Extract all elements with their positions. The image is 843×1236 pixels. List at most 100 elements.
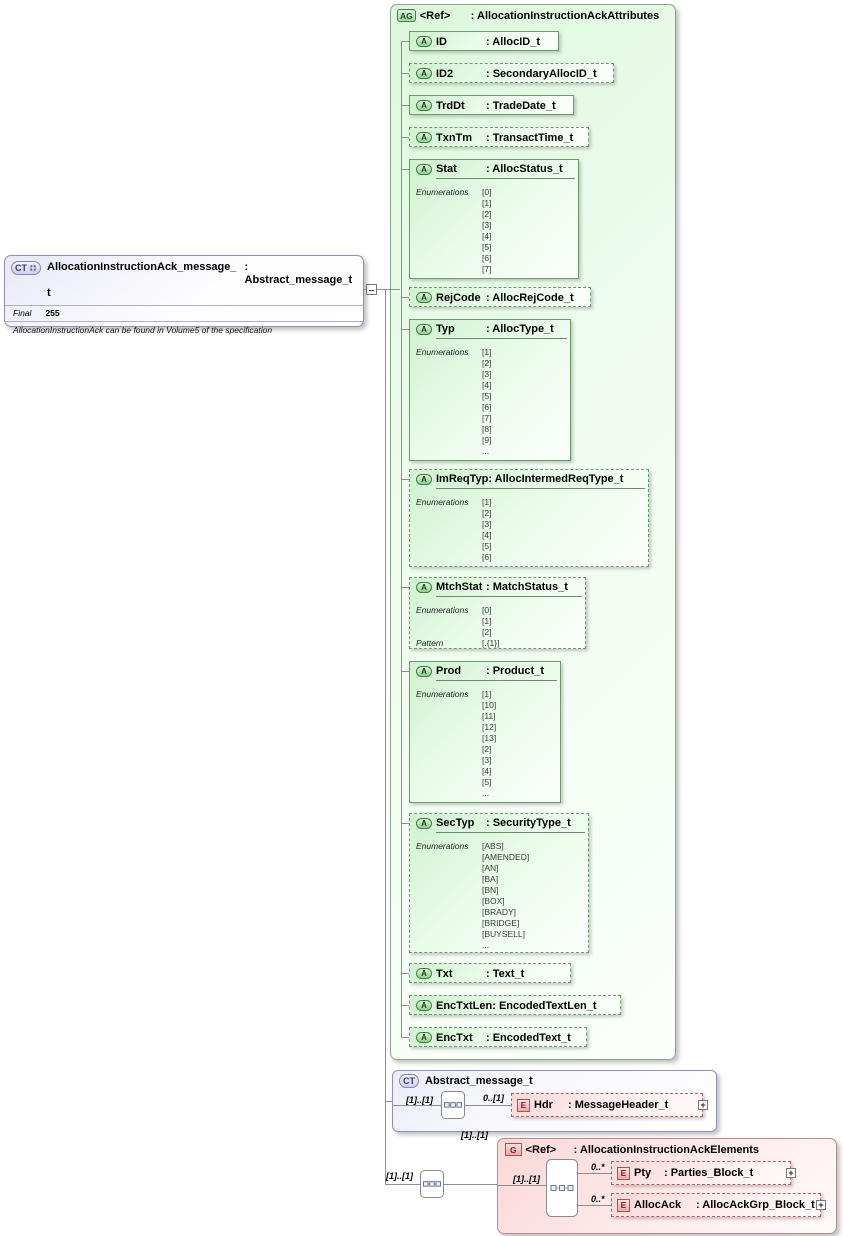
attribute-title: EncTxtLen : EncodedTextLen_t (436, 996, 617, 1014)
final-row: Final 255 (5, 305, 363, 320)
collapse-handle[interactable] (366, 284, 377, 295)
element-name: Hdr (534, 1099, 553, 1111)
pattern-value: [.{1}] (482, 638, 500, 648)
root-complextype-box[interactable]: CT AllocationInstructionAck_message_ : A… (4, 255, 364, 335)
attribute-box-typ[interactable]: A Typ : AllocType_t Enumerations [1] [2]… (409, 319, 571, 461)
sequence-compositor-icon[interactable] (546, 1159, 578, 1217)
attribute-box-imreqtyp[interactable]: A ImReqTyp : AllocIntermedReqType_t Enum… (409, 469, 649, 567)
group-badge: G (505, 1143, 522, 1156)
attribute-box-stat[interactable]: A Stat : AllocStatus_t Enumerations [0] … (409, 159, 579, 279)
connector-line (385, 1184, 420, 1185)
expand-button[interactable]: + (698, 1100, 708, 1110)
annotation-text: AllocationInstructionAck can be found in… (5, 321, 363, 338)
attribute-name: TxnTm (436, 131, 473, 144)
connector-line (578, 1173, 611, 1174)
attribute-title: MtchStat : MatchStatus_t (436, 578, 582, 597)
enumerations-label: Enumerations (416, 841, 469, 851)
occurrence-label: [1]..[1] (513, 1174, 540, 1184)
attribute-title: ImReqTyp : AllocIntermedReqType_t (436, 470, 645, 489)
enumerations-label: Enumerations (416, 689, 469, 699)
connector-line (401, 41, 402, 1037)
enumerations-section: Enumerations [1] [2] [3] [4] [5] [6] (410, 489, 648, 563)
expand-button[interactable]: + (786, 1168, 796, 1178)
attribute-header: A ImReqTyp : AllocIntermedReqType_t (410, 470, 648, 489)
pattern-label: Pattern (416, 638, 444, 648)
attribute-box-txt[interactable]: A Txt : Text_t (409, 963, 571, 983)
attribute-box-enctxt[interactable]: A EncTxt : EncodedText_t (409, 1027, 587, 1047)
sequence-compositor-icon[interactable] (420, 1170, 444, 1198)
attribute-group-header: AG <Ref> : AllocationInstructionAckAttri… (391, 5, 675, 26)
element-box-hdr[interactable]: E Hdr : MessageHeader_t (511, 1093, 703, 1117)
attribute-group-type: : AllocationInstructionAckAttributes (470, 9, 660, 22)
attribute-box-rejcode[interactable]: A RejCode : AllocRejCode_t (409, 287, 591, 307)
sequence-compositor-icon[interactable] (441, 1091, 465, 1119)
root-base-type: : Abstract_message_t (244, 261, 353, 286)
element-box-allocack[interactable]: E AllocAck : AllocAckGrp_Block_t (611, 1193, 821, 1217)
base-type-box[interactable]: CT Abstract_message_t [1]..[1] 0..[1] E … (392, 1070, 717, 1132)
connector-line (401, 671, 409, 672)
attribute-box-mtchstat[interactable]: A MtchStat : MatchStatus_t Enumerations … (409, 577, 586, 649)
complextype-badge: CT (11, 261, 41, 275)
attribute-name: RejCode (436, 291, 481, 304)
attribute-box-id[interactable]: A ID : AllocID_t (409, 31, 559, 51)
connector-line (401, 169, 409, 170)
connector-line (401, 41, 409, 42)
occurrence-label: [1]..[1] (461, 1130, 488, 1140)
connector-line (401, 137, 409, 138)
attribute-title: ID2 : SecondaryAllocID_t (436, 64, 610, 82)
attribute-type: : AllocStatus_t (486, 163, 563, 175)
attribute-name: MtchStat (436, 581, 483, 593)
enumeration-values: [ABS] [AMENDED] [AN] [BA] [BN] [BOX] [BR… (482, 841, 530, 950)
enumerations-label: Enumerations (416, 497, 469, 507)
enumerations-label: Enumerations (416, 347, 469, 357)
enumerations-row: Enumerations [1] [2] [3] [4] [5] [6] [7]… (416, 347, 566, 457)
final-label: Final (13, 308, 32, 318)
complextype-badge-label: CT (15, 263, 27, 273)
attribute-box-sectyp[interactable]: A SecTyp : SecurityType_t Enumerations [… (409, 813, 589, 953)
enumerations-row: Enumerations [1] [10] [11] [12] [13] [2]… (416, 689, 556, 799)
attribute-badge: A (416, 818, 432, 829)
enumerations-label: Enumerations (416, 187, 469, 197)
elements-group-box[interactable]: G <Ref> : AllocationInstructionAckElemen… (497, 1138, 837, 1234)
connector-line (498, 1185, 546, 1186)
attribute-title: Typ : AllocType_t (436, 320, 567, 339)
attribute-box-trddt[interactable]: A TrdDt : TradeDate_t (409, 95, 574, 115)
attribute-header: A RejCode : AllocRejCode_t (410, 288, 590, 306)
occurrence-label: [1]..[1] (386, 1171, 413, 1181)
minus-icon (369, 290, 374, 291)
attribute-header: A ID : AllocID_t (410, 32, 558, 50)
attribute-box-id2[interactable]: A ID2 : SecondaryAllocID_t (409, 63, 614, 83)
attribute-group-box[interactable]: AG <Ref> : AllocationInstructionAckAttri… (390, 4, 676, 1060)
attribute-name: EncTxtLen (436, 999, 493, 1012)
element-name: AllocAck (634, 1199, 682, 1211)
attribute-type: : AllocID_t (486, 35, 540, 48)
connector-line (401, 73, 409, 74)
connector-line (465, 1105, 511, 1106)
connector-line (444, 1184, 497, 1185)
pattern-row: Pattern [.{1}] (416, 638, 581, 648)
enumerations-row: Enumerations [1] [2] [3] [4] [5] [6] (416, 497, 644, 563)
root-name-wrap: t (47, 287, 51, 299)
attribute-name: ID (436, 35, 447, 48)
attribute-box-txntm[interactable]: A TxnTm : TransactTime_t (409, 127, 589, 147)
attribute-box-enctxtlen[interactable]: A EncTxtLen : EncodedTextLen_t (409, 995, 621, 1015)
attribute-title: TrdDt : TradeDate_t (436, 96, 570, 114)
enumerations-label: Enumerations (416, 605, 469, 615)
connector-line (401, 973, 409, 974)
base-type-header: CT Abstract_message_t (393, 1071, 716, 1088)
element-box-pty[interactable]: E Pty : Parties_Block_t (611, 1161, 791, 1185)
attribute-badge: A (416, 582, 432, 593)
attribute-header: A ID2 : SecondaryAllocID_t (410, 64, 613, 82)
attribute-badge: A (416, 292, 432, 303)
attribute-badge: A (416, 968, 432, 979)
complextype-badge: CT (399, 1074, 419, 1088)
expand-button[interactable]: + (816, 1200, 826, 1210)
attribute-name: Prod (436, 665, 462, 677)
enumerations-section: Enumerations [1] [10] [11] [12] [13] [2]… (410, 681, 560, 799)
enumeration-values: [0] [1] [2] [3] [4] [5] [6] [7] (482, 187, 492, 274)
attribute-box-prod[interactable]: A Prod : Product_t Enumerations [1] [10]… (409, 661, 561, 803)
connector-line (401, 105, 409, 106)
connector-line (578, 1205, 611, 1206)
attribute-name: Stat (436, 163, 457, 175)
